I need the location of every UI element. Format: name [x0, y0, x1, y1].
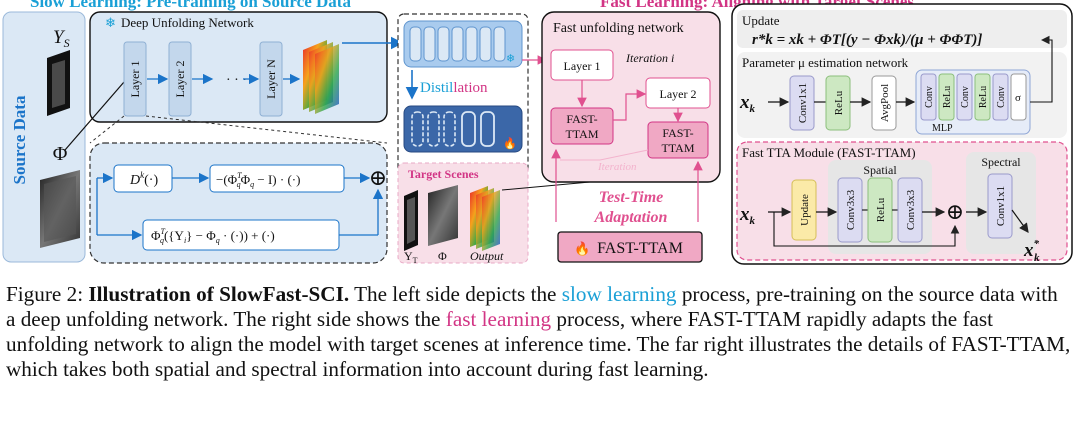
- param-avgpool-block: AvgPool: [871, 75, 897, 131]
- dun-spectral-output-cube: [303, 40, 339, 114]
- mlp-relu-2: ReLu: [974, 73, 991, 121]
- source-data-label: Source Data: [10, 95, 29, 184]
- svg-text:Update: Update: [799, 194, 811, 226]
- dk-operator-label: Dk(·): [129, 170, 158, 188]
- target-phi-mask-image: [428, 185, 458, 246]
- snowflake-icon: ❄: [105, 15, 116, 30]
- spectral-label: Spectral: [981, 155, 1021, 169]
- tta-oplus-icon: ⊕: [946, 199, 964, 224]
- yt-measurement-image: [404, 190, 418, 251]
- caption-text-1: The left side depicts the: [349, 282, 562, 306]
- svg-text:AvgPool: AvgPool: [879, 84, 891, 122]
- caption-fast-learning: fast learning: [445, 307, 552, 331]
- fun-fast-ttam-1: [550, 107, 614, 145]
- phi-label: Φ: [53, 143, 68, 165]
- svg-text:ReLu: ReLu: [978, 86, 989, 108]
- ys-label: YS: [53, 27, 70, 50]
- mlp-conv-1: Conv: [920, 73, 937, 121]
- iteration-i-label: Iteration i: [625, 51, 674, 65]
- svg-text:ReLu: ReLu: [942, 86, 953, 108]
- fun-fast-ttam-2: [647, 121, 709, 159]
- target-output-label: Output: [470, 249, 504, 263]
- target-scenes-title: Target Scenes: [408, 167, 479, 181]
- fun-fast-ttam-1-line1: FAST-: [566, 112, 597, 126]
- student-network-block: [403, 105, 523, 153]
- mlp-sigmoid: σ: [1010, 73, 1027, 121]
- caption-slow-learning: slow learning: [561, 282, 677, 306]
- tta-output-label: x*k: [1023, 238, 1040, 264]
- svg-text:Conv: Conv: [960, 86, 971, 108]
- param-xk-label: xk: [739, 92, 756, 115]
- fun-layer-1-label: Layer 1: [564, 59, 601, 73]
- mlp-conv-2: Conv: [956, 73, 973, 121]
- param-conv1x1-block: Conv1x1: [789, 75, 815, 131]
- figure-caption: Figure 2: Illustration of SlowFast-SCI. …: [6, 282, 1072, 382]
- distillation-label: Distillation: [420, 80, 488, 96]
- spatial-label: Spatial: [863, 163, 897, 177]
- mlp-relu-1: ReLu: [938, 73, 955, 121]
- fun-fast-ttam-1-line2: TTAM: [565, 127, 598, 141]
- phi-mask-image: [40, 170, 80, 248]
- mlp-conv-3: Conv: [992, 73, 1009, 121]
- sum-oplus-icon: ⊕: [369, 165, 387, 190]
- svg-text:ReLu: ReLu: [875, 197, 887, 222]
- svg-text:Layer N: Layer N: [264, 59, 278, 99]
- dun-title: Deep Unfolding Network: [121, 15, 254, 30]
- target-phi-label: Φ: [438, 249, 447, 263]
- svg-text:σ: σ: [1015, 92, 1021, 104]
- tta-conv3x3-2-block: Conv3x3: [897, 177, 923, 243]
- dun-layer-1: Layer 1: [123, 41, 147, 117]
- fun-title: Fast unfolding network: [553, 21, 684, 36]
- ys-measurement-image: [47, 50, 70, 116]
- caption-figure-number: Figure 2:: [6, 282, 89, 306]
- fast-ttam-flame-icon: 🔥: [574, 241, 590, 256]
- fun-fast-ttam-2-line1: FAST-: [662, 126, 693, 140]
- svg-text:Layer 2: Layer 2: [173, 61, 187, 98]
- svg-text:Conv: Conv: [996, 86, 1007, 108]
- tta-line2: Adaptation: [594, 209, 668, 226]
- tta-line1: Test-Time: [599, 189, 664, 206]
- yt-label: YT: [404, 249, 418, 265]
- tta-xk-label: xk: [739, 204, 756, 227]
- update-title: Update: [742, 13, 780, 28]
- update-formula-box: [737, 10, 1067, 48]
- slow-learning-banner: Slow Learning: Pre-training on Source Da…: [30, 0, 351, 11]
- param-relu-block: ReLu: [825, 75, 851, 131]
- tta-update-block: Update: [791, 179, 817, 241]
- slowfast-sci-diagram: Slow Learning: Pre-training on Source Da…: [2, 0, 1073, 265]
- fast-ttam-module-title: Fast TTA Module (FAST-TTAM): [742, 145, 916, 160]
- svg-text:Conv1x1: Conv1x1: [995, 186, 1007, 226]
- source-to-dun-line: [64, 81, 125, 151]
- svg-text:Conv3x3: Conv3x3: [905, 189, 917, 230]
- svg-text:Layer 1: Layer 1: [128, 61, 142, 98]
- fast-ttam-block-label: FAST-TTAM: [597, 240, 683, 257]
- tta-conv1x1-block: Conv1x1: [987, 173, 1013, 239]
- fun-fast-ttam-2-line2: TTAM: [661, 141, 694, 155]
- fun-layer-2-label: Layer 2: [660, 87, 697, 101]
- svg-text:Conv: Conv: [924, 86, 935, 108]
- svg-text:ReLu: ReLu: [833, 90, 845, 115]
- svg-text:Conv1x1: Conv1x1: [797, 83, 809, 123]
- caption-text-2: process, pre-training on the source data…: [6, 282, 1058, 331]
- dun-layer-2: Layer 2: [168, 41, 192, 117]
- tta-conv3x3-1-block: Conv3x3: [837, 177, 863, 243]
- teacher-network-block: [403, 20, 523, 68]
- target-output-cube: [470, 186, 500, 251]
- fast-ttam-block: [557, 231, 703, 263]
- student-flame-icon: 🔥: [503, 137, 517, 150]
- teacher-snowflake-icon: ❄: [506, 53, 515, 65]
- caption-text-3: process, where FAST-TTAM rapidly adapts …: [6, 307, 1071, 381]
- dun-ellipsis: · · ·: [226, 73, 247, 88]
- tta-relu-block: ReLu: [867, 177, 893, 243]
- caption-bold-title: Illustration of SlowFast-SCI.: [88, 282, 350, 306]
- dun-layer-n: Layer N: [259, 41, 283, 117]
- update-formula: r*k = xk + ΦT[(y − Φxk)/(μ + ΦΦT)]: [752, 32, 982, 48]
- svg-text:Conv3x3: Conv3x3: [845, 189, 857, 230]
- iteration-loop-label: Iteration: [597, 161, 637, 173]
- mlp-label: MLP: [932, 123, 953, 134]
- parameter-estimation-title: Parameter μ estimation network: [742, 55, 909, 70]
